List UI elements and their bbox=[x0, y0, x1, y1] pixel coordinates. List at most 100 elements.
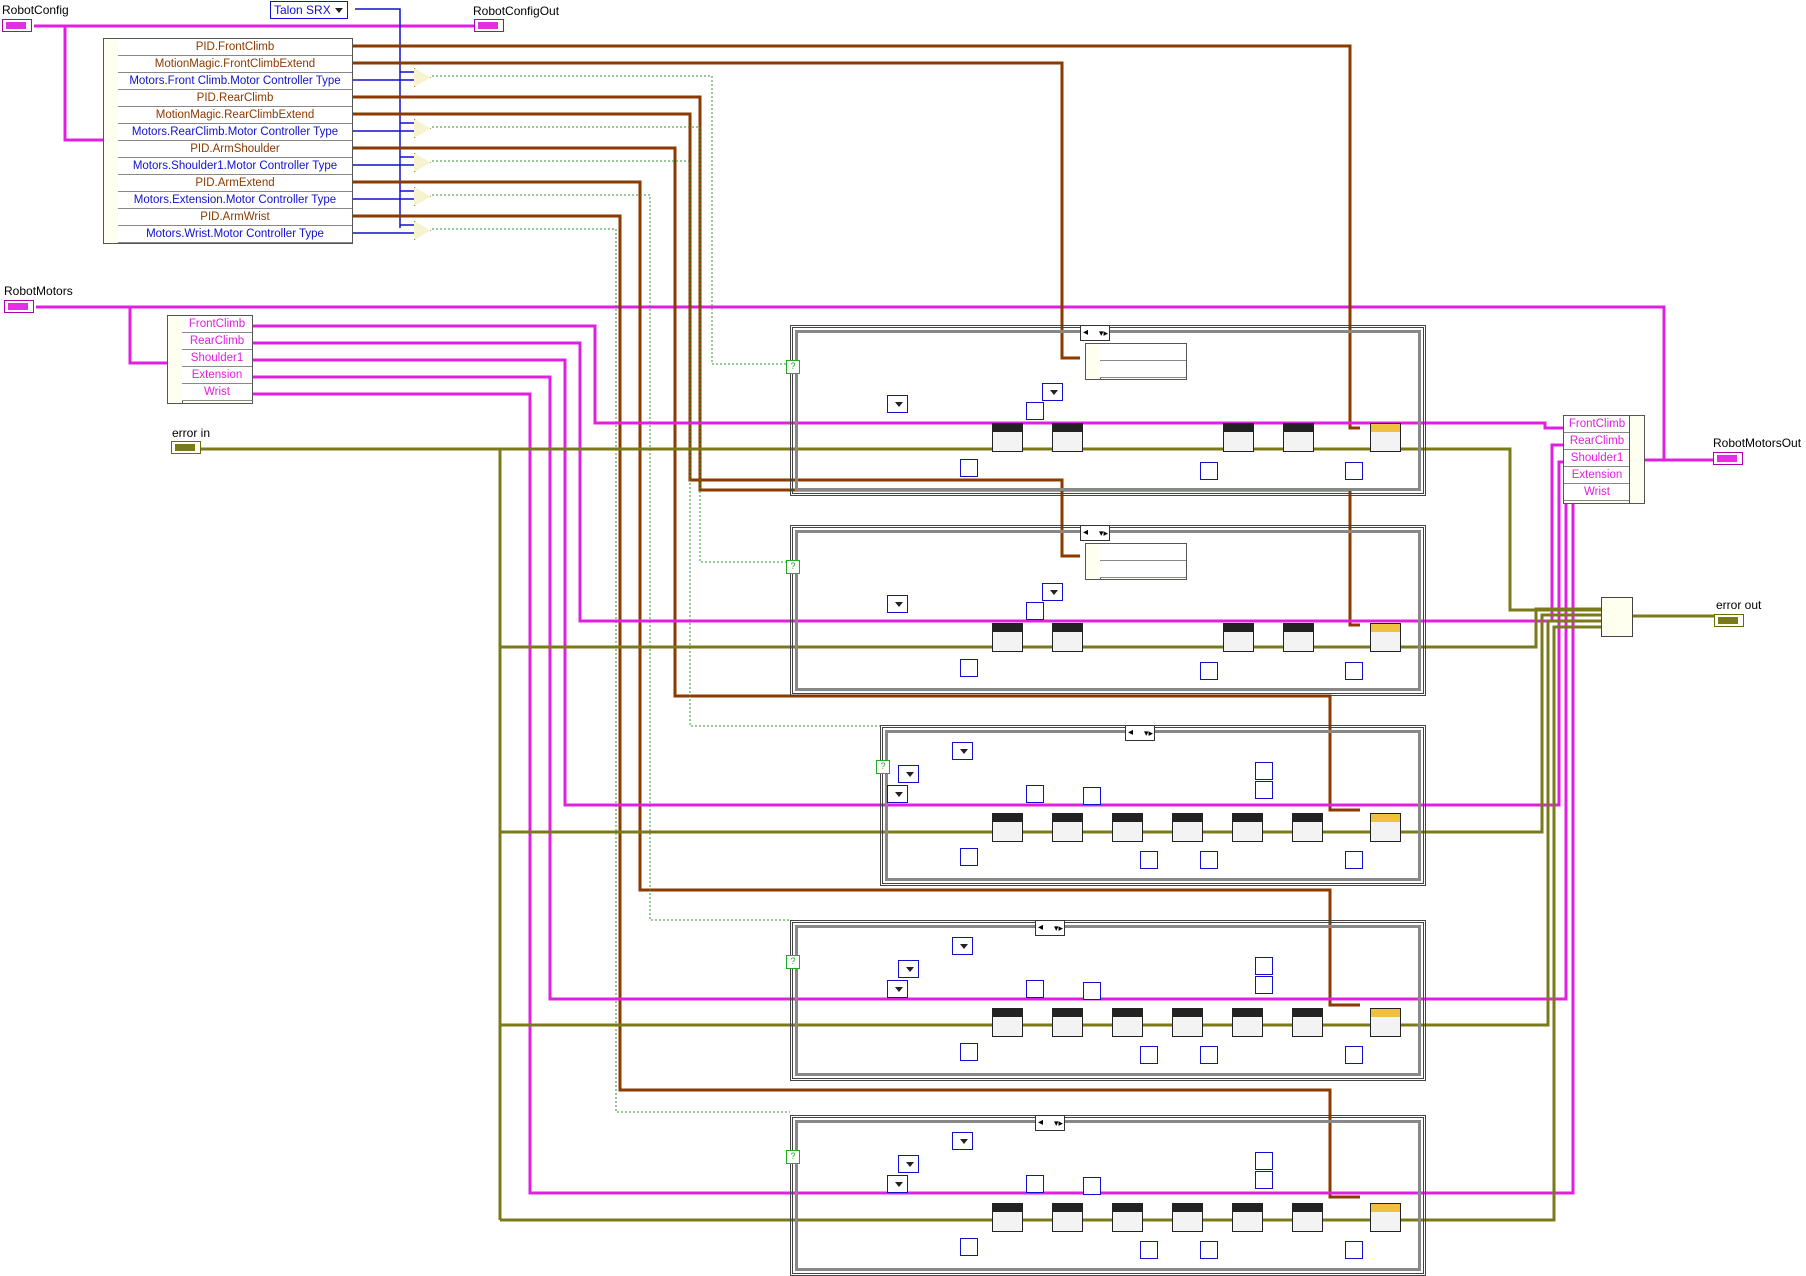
frame-period-const-1[interactable] bbox=[1026, 602, 1044, 620]
config-field-5[interactable]: Motors.RearClimb.Motor Controller Type bbox=[118, 124, 352, 141]
traj-zero-const-2[interactable] bbox=[1083, 787, 1101, 805]
config-field-11[interactable]: Motors.Wrist.Motor Controller Type bbox=[118, 226, 352, 243]
case-selector-1[interactable] bbox=[1080, 525, 1110, 541]
config-sensor-vi-2[interactable] bbox=[992, 813, 1023, 842]
frame-period-const-2[interactable] bbox=[1026, 785, 1044, 803]
error-in-terminal[interactable] bbox=[171, 441, 201, 454]
motors-field-1[interactable]: RearClimb bbox=[182, 333, 252, 350]
status-period-vi-9-4[interactable] bbox=[1172, 1203, 1203, 1232]
config-sensor-vi-4[interactable] bbox=[992, 1203, 1023, 1232]
allow-error-twenty-const-3[interactable] bbox=[1255, 957, 1273, 975]
status-ten-const-4[interactable] bbox=[1200, 1241, 1218, 1259]
merge-errors-node[interactable] bbox=[1601, 597, 1633, 637]
motors-field-4[interactable]: Wrist bbox=[182, 384, 252, 401]
status10-enum-0[interactable] bbox=[1042, 383, 1063, 401]
status-period-vi-1[interactable] bbox=[1223, 623, 1254, 652]
config-field-2[interactable]: Motors.Front Climb.Motor Controller Type bbox=[118, 73, 352, 90]
traj-point-dur-vi-2[interactable] bbox=[1112, 813, 1143, 842]
allow-error-vi-3[interactable] bbox=[1292, 1008, 1323, 1037]
sensor-enum-1[interactable] bbox=[887, 595, 908, 613]
status-ten-const-2[interactable] bbox=[1200, 851, 1218, 869]
sensor-enum-3[interactable] bbox=[887, 980, 908, 998]
motion-frame-period-vi-4[interactable] bbox=[1052, 1203, 1083, 1232]
bundle-field-1[interactable]: RearClimb bbox=[1564, 433, 1630, 450]
pidf-zero-const-4[interactable] bbox=[1345, 1241, 1363, 1259]
config-field-4[interactable]: MotionMagic.RearClimbExtend bbox=[118, 107, 352, 124]
status9-enum-3[interactable] bbox=[898, 960, 919, 978]
traj-ten-const-3[interactable] bbox=[1140, 1046, 1158, 1064]
allow-error-zero-const-4[interactable] bbox=[1255, 1171, 1273, 1189]
config-pidf-vi-3[interactable] bbox=[1370, 1008, 1401, 1037]
sensor-zero-const-0[interactable] bbox=[960, 459, 978, 477]
cruise-unbundle-0[interactable] bbox=[1085, 343, 1187, 380]
case-structure-4[interactable] bbox=[790, 1115, 1426, 1276]
config-pidf-vi-1[interactable] bbox=[1370, 623, 1401, 652]
config-sensor-vi-0[interactable] bbox=[992, 423, 1023, 452]
pidf-zero-const-1[interactable] bbox=[1345, 662, 1363, 680]
bundle-field-0[interactable]: FrontClimb bbox=[1564, 416, 1630, 433]
status10-enum-1[interactable] bbox=[1042, 583, 1063, 601]
config-field-9[interactable]: Motors.Extension.Motor Controller Type bbox=[118, 192, 352, 209]
allow-error-vi-2[interactable] bbox=[1292, 813, 1323, 842]
status-period-vi-9-3[interactable] bbox=[1172, 1008, 1203, 1037]
bundle-field-2[interactable]: Shoulder1 bbox=[1564, 450, 1630, 467]
bundle-field-4[interactable]: Wrist bbox=[1564, 484, 1630, 501]
robot-config-terminal[interactable] bbox=[2, 19, 32, 32]
case-selector-2[interactable] bbox=[1125, 725, 1155, 741]
cruise-unbundle-1[interactable] bbox=[1085, 543, 1187, 580]
allow-error-vi-4[interactable] bbox=[1292, 1203, 1323, 1232]
traj-point-dur-vi-4[interactable] bbox=[1112, 1203, 1143, 1232]
config-pidf-vi-2[interactable] bbox=[1370, 813, 1401, 842]
status-ten-const-0[interactable] bbox=[1200, 462, 1218, 480]
motors-field-0[interactable]: FrontClimb bbox=[182, 316, 252, 333]
motion-frame-period-vi-2[interactable] bbox=[1052, 813, 1083, 842]
status-period-vi-10-3[interactable] bbox=[1232, 1008, 1263, 1037]
cruise-velocity-field[interactable] bbox=[1100, 344, 1186, 361]
traj-zero-const-4[interactable] bbox=[1083, 1177, 1101, 1195]
sensor-zero-const-2[interactable] bbox=[960, 848, 978, 866]
sensor-enum-0[interactable] bbox=[887, 395, 908, 413]
case-selector-3[interactable] bbox=[1035, 920, 1065, 936]
status-ten-const-1[interactable] bbox=[1200, 662, 1218, 680]
status10-enum-3[interactable] bbox=[952, 937, 973, 955]
config-field-8[interactable]: PID.ArmExtend bbox=[118, 175, 352, 192]
config-pidf-vi-0[interactable] bbox=[1370, 423, 1401, 452]
config-field-7[interactable]: Motors.Shoulder1.Motor Controller Type bbox=[118, 158, 352, 175]
status-period-vi-0[interactable] bbox=[1223, 423, 1254, 452]
config-pidf-vi-4[interactable] bbox=[1370, 1203, 1401, 1232]
config-field-1[interactable]: MotionMagic.FrontClimbExtend bbox=[118, 56, 352, 73]
traj-zero-const-3[interactable] bbox=[1083, 982, 1101, 1000]
config-motion-magic-vi-0[interactable] bbox=[1283, 423, 1314, 452]
frame-period-const-0[interactable] bbox=[1026, 402, 1044, 420]
sensor-zero-const-4[interactable] bbox=[960, 1238, 978, 1256]
talon-srx-enum[interactable]: Talon SRX bbox=[270, 1, 348, 19]
config-field-3[interactable]: PID.RearClimb bbox=[118, 90, 352, 107]
motors-field-3[interactable]: Extension bbox=[182, 367, 252, 384]
status-period-vi-10-4[interactable] bbox=[1232, 1203, 1263, 1232]
allow-error-twenty-const-4[interactable] bbox=[1255, 1152, 1273, 1170]
robot-motors-out-terminal[interactable] bbox=[1713, 452, 1743, 465]
status-ten-const-3[interactable] bbox=[1200, 1046, 1218, 1064]
case-selector-4[interactable] bbox=[1035, 1115, 1065, 1131]
frame-period-const-4[interactable] bbox=[1026, 1175, 1044, 1193]
status10-enum-4[interactable] bbox=[952, 1132, 973, 1150]
acceleration-field[interactable] bbox=[1100, 561, 1186, 578]
status-period-vi-9-2[interactable] bbox=[1172, 813, 1203, 842]
cruise-velocity-field[interactable] bbox=[1100, 544, 1186, 561]
robot-motors-terminal[interactable] bbox=[4, 300, 34, 313]
motion-frame-period-vi-0[interactable] bbox=[1052, 423, 1083, 452]
traj-ten-const-2[interactable] bbox=[1140, 851, 1158, 869]
allow-error-zero-const-3[interactable] bbox=[1255, 976, 1273, 994]
acceleration-field[interactable] bbox=[1100, 361, 1186, 378]
bundle-field-3[interactable]: Extension bbox=[1564, 467, 1630, 484]
case-structure-3[interactable] bbox=[790, 920, 1426, 1081]
sensor-zero-const-1[interactable] bbox=[960, 659, 978, 677]
config-field-0[interactable]: PID.FrontClimb bbox=[118, 39, 352, 56]
config-field-6[interactable]: PID.ArmShoulder bbox=[118, 141, 352, 158]
pidf-zero-const-3[interactable] bbox=[1345, 1046, 1363, 1064]
status-period-vi-10-2[interactable] bbox=[1232, 813, 1263, 842]
frame-period-const-3[interactable] bbox=[1026, 980, 1044, 998]
